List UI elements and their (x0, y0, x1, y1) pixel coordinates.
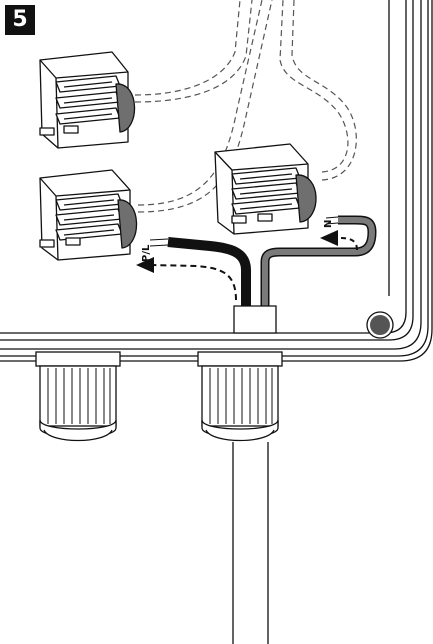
wago-connector-top-left (39, 51, 136, 149)
neutral-label: N (323, 220, 334, 228)
cable-gland-left (35, 351, 121, 442)
enclosure-box (0, 0, 433, 362)
cable-gland-right (197, 351, 283, 442)
wago-connector-right (214, 143, 317, 235)
phase-label: P/L (141, 244, 152, 262)
cable-outer (232, 442, 269, 644)
neutral-wire (260, 215, 377, 310)
phase-wire (149, 237, 251, 310)
cable-jacket-inner (233, 305, 277, 334)
step-number-badge: 5 (5, 5, 35, 35)
arrow-left-dashed-icon (136, 257, 237, 301)
screw-icon (366, 311, 394, 339)
arrow-up-left-dashed-icon (320, 230, 358, 251)
wago-connector-bottom-left (39, 169, 138, 261)
dashed-wires (134, 0, 357, 213)
